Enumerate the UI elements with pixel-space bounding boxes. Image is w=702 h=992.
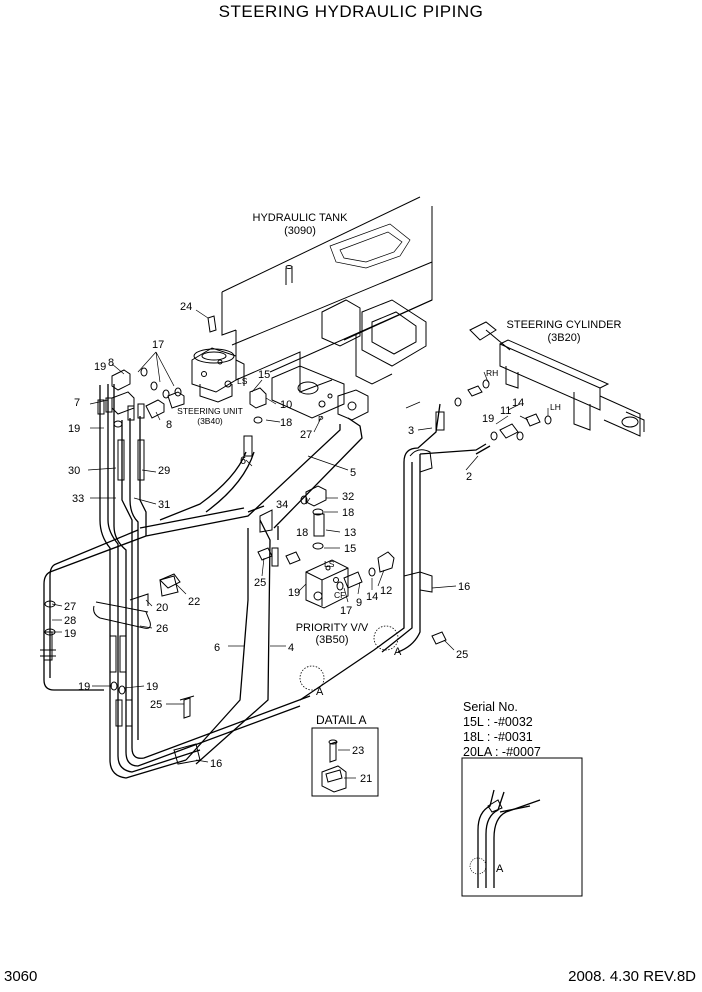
caption-hydraulic-tank: HYDRAULIC TANK <box>253 212 349 224</box>
port-mark-p: P <box>318 414 324 424</box>
view-marker-a: A <box>316 686 324 698</box>
caption-steering-cylinder: STEERING CYLINDER <box>507 319 622 331</box>
serial-line: 15L : -#0032 <box>463 715 533 729</box>
priority-valve <box>305 559 349 609</box>
callout: 19 <box>78 681 90 693</box>
callout: 33 <box>72 493 84 505</box>
callout: 14 <box>366 591 378 603</box>
port-mark-cf: CF <box>334 590 345 600</box>
serial-inset-box: A <box>461 757 583 897</box>
port-mark-ls1: LS <box>237 376 248 386</box>
callout: 7 <box>74 397 80 409</box>
o-rings <box>44 367 552 695</box>
callout: 27 <box>300 429 312 441</box>
hydraulic-tank <box>221 196 433 409</box>
port-marks: LS LS CF RH LH P <box>237 368 561 600</box>
caption-steering-unit: STEERING UNIT <box>177 406 243 416</box>
callout: 17 <box>340 605 352 617</box>
inset-marker-a: A <box>496 863 504 875</box>
view-marker-letters: A A <box>316 646 402 698</box>
callout: 16 <box>458 581 470 593</box>
callout: 6 <box>240 455 246 467</box>
leader-lines <box>51 309 549 763</box>
page-number: 3060 <box>4 968 38 985</box>
callout: 11 <box>500 405 511 417</box>
callout: 16 <box>210 758 222 770</box>
callout: 18 <box>296 527 308 539</box>
callout: 15 <box>344 543 356 555</box>
port-mark-rh: RH <box>486 368 498 378</box>
detail-callout-23: 23 <box>352 745 364 757</box>
callout: 12 <box>380 585 392 597</box>
callout: 29 <box>158 465 170 477</box>
callout: 19 <box>68 423 80 435</box>
view-markers <box>299 625 399 691</box>
callout: 3 <box>408 425 414 437</box>
callout: 34 <box>276 499 288 511</box>
caption-steering-unit-ref: (3B40) <box>197 416 223 426</box>
callout: 26 <box>156 623 168 635</box>
mounting-plate <box>271 365 369 421</box>
serial-heading: Serial No. <box>463 700 518 714</box>
callout: 24 <box>180 301 192 313</box>
callout: 13 <box>344 527 356 539</box>
callout: 19 <box>482 413 494 425</box>
steering-unit <box>191 347 245 403</box>
detail-a-title: DATAIL A <box>316 713 366 727</box>
callout: 10 <box>280 399 292 411</box>
caption-priority-valve: PRIORITY V/V <box>296 622 369 634</box>
caption-steering-cylinder-ref: (3B20) <box>547 332 580 344</box>
port-mark-ls2: LS <box>324 559 335 569</box>
part-callouts: 24 17 19 8 7 19 8 15 LS 10 18 27 6 5 30 … <box>64 301 524 770</box>
detail-a-box: DATAIL A 23 21 <box>311 713 379 797</box>
callout: 25 <box>254 577 266 589</box>
callout: 20 <box>156 602 168 614</box>
revision-date: 2008. 4.30 REV.8D <box>568 968 696 985</box>
callout: 8 <box>166 419 172 431</box>
callout: 25 <box>150 699 162 711</box>
callout: 30 <box>68 465 80 477</box>
callout: 18 <box>342 507 354 519</box>
callout: 2 <box>466 471 472 483</box>
caption-hydraulic-tank-ref: (3090) <box>284 225 316 237</box>
callout: 19 <box>64 628 76 640</box>
serial-line: 20LA : -#0007 <box>463 745 541 759</box>
pipe-bundle <box>43 384 491 779</box>
view-marker-a: A <box>394 646 402 658</box>
callout: 6 <box>214 642 220 654</box>
steering-cylinder <box>469 321 645 437</box>
serial-number-note: Serial No. 15L : -#0032 18L : -#0031 20L… <box>463 700 541 760</box>
callout: 14 <box>512 397 524 409</box>
callout: 32 <box>342 491 354 503</box>
caption-priority-valve-ref: (3B50) <box>315 634 348 646</box>
component-captions: HYDRAULIC TANK (3090) STEERING CYLINDER … <box>177 212 621 646</box>
callout: 25 <box>456 649 468 661</box>
callout: 31 <box>158 499 170 511</box>
callout: 17 <box>152 339 164 351</box>
callout: 28 <box>64 615 76 627</box>
port-mark-lh: LH <box>550 402 561 412</box>
callout: 15 <box>258 369 270 381</box>
serial-line: 18L : -#0031 <box>463 730 533 744</box>
clamps-and-fittings <box>40 315 541 765</box>
callout: 9 <box>356 597 362 609</box>
callout: 19 <box>94 361 106 373</box>
callout: 19 <box>146 681 158 693</box>
callout: 8 <box>108 357 114 369</box>
page-title: STEERING HYDRAULIC PIPING <box>218 2 484 21</box>
callout: 4 <box>288 642 294 654</box>
detail-callout-21: 21 <box>360 773 372 785</box>
callout: 18 <box>280 417 292 429</box>
callout: 5 <box>350 467 356 479</box>
callout: 27 <box>64 601 76 613</box>
callout: 19 <box>288 587 300 599</box>
callout: 22 <box>188 596 200 608</box>
